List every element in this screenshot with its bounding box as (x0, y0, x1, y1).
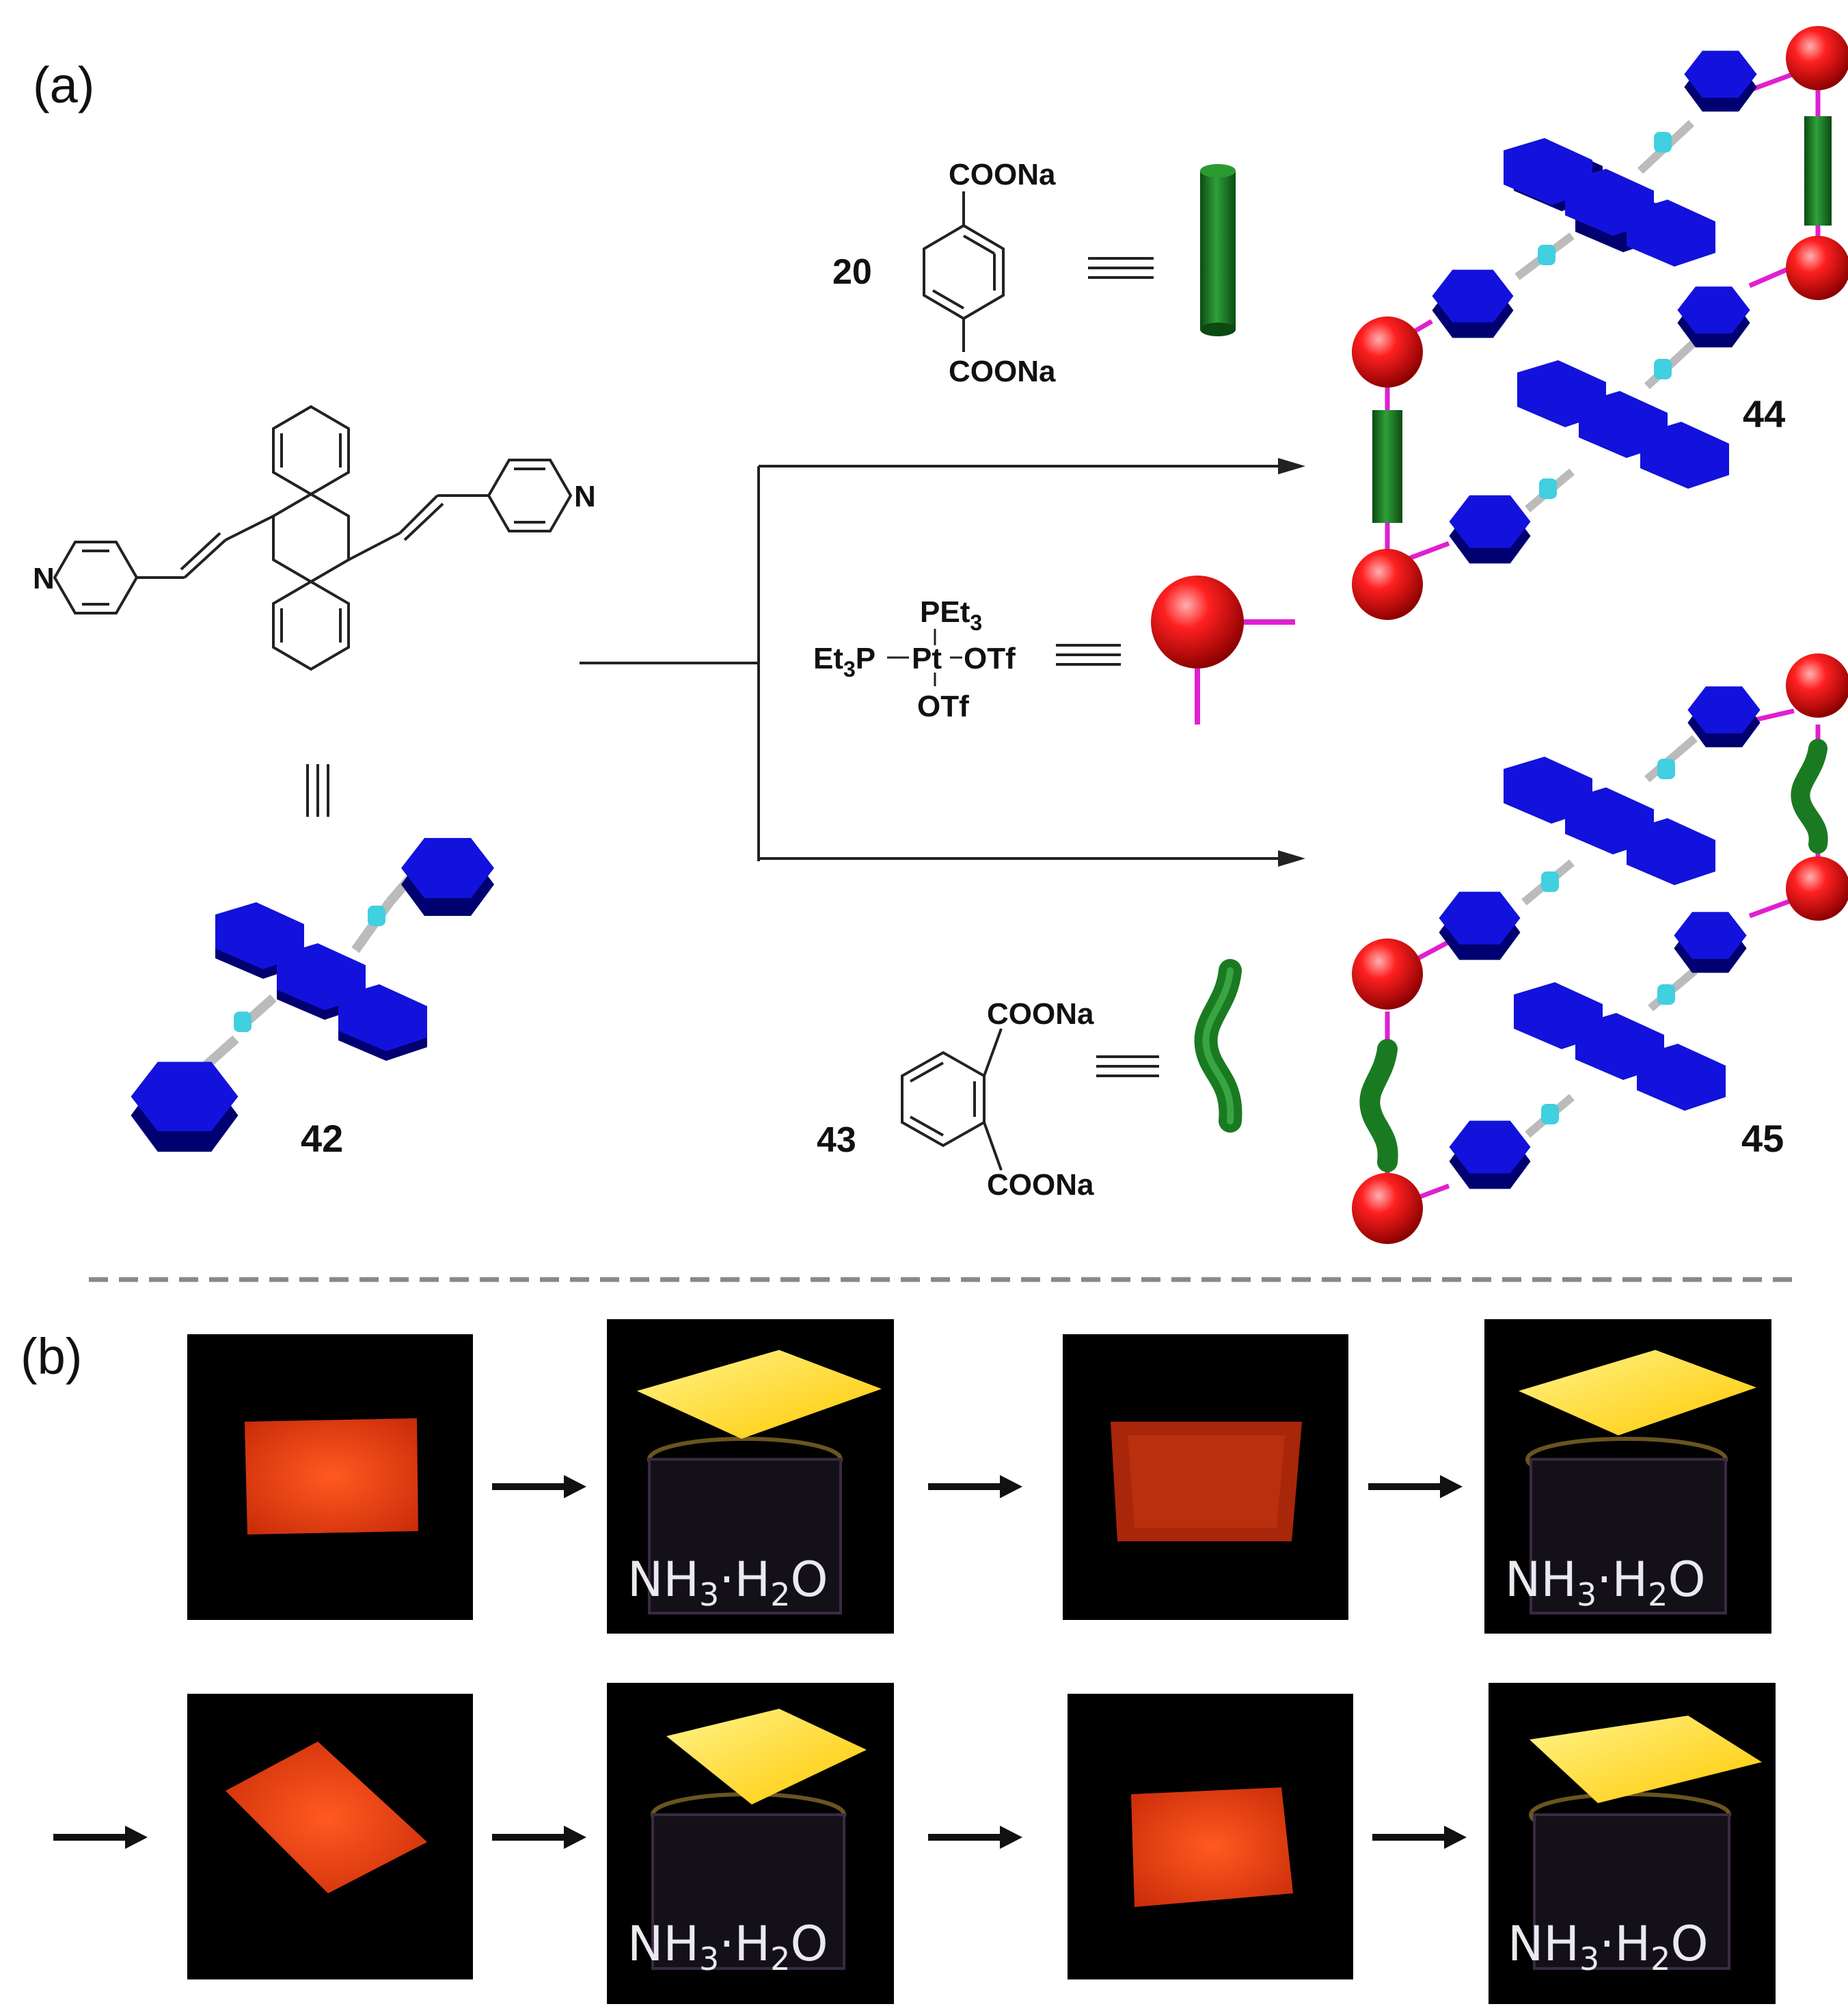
photo-fumed-3: NH3·H2O (607, 1683, 894, 2004)
photo-red-film-3 (187, 1694, 473, 1979)
compound-43-top-group: COONa (987, 997, 1094, 1031)
ammonia-label-1: NH3·H2O (627, 1552, 828, 1613)
pt-ligand-right: OTf (964, 642, 1016, 675)
terephthalate-linker-44-right (1804, 116, 1832, 226)
metallacycle-45 (1352, 653, 1848, 1244)
arrow-r2-1 (492, 1826, 586, 1849)
ammonia-label-4: NH3·H2O (1508, 1916, 1709, 1977)
equivalence-20 (1088, 257, 1154, 279)
vinyl-linker-lower (234, 1012, 252, 1032)
pyridine-hex-lower (131, 1061, 239, 1152)
anthracene-core (215, 902, 427, 1061)
vinyl-linker-upper (368, 906, 385, 926)
compound-20-bottom-group: COONa (949, 355, 1056, 388)
arrow-r2-2 (928, 1826, 1022, 1849)
ammonia-label-2: NH3·H2O (1505, 1552, 1706, 1613)
photo-red-film-2 (1063, 1334, 1348, 1620)
compound-20-number: 20 (832, 252, 872, 292)
pt-ligand-top: PEt3 (920, 595, 982, 635)
compound-45-number: 45 (1741, 1117, 1784, 1160)
compound-43-bottom-group: COONa (987, 1168, 1094, 1202)
pt-ligand-bottom: OTf (917, 690, 969, 723)
arrow-r1-1 (492, 1475, 586, 1498)
pt-precursor: PEt3 Et3P Pt OTf OTf (813, 595, 1016, 723)
reaction-arrows (580, 458, 1305, 867)
pt-center: Pt (912, 642, 942, 675)
photo-row-2: NH3·H2O NH3·H2O (53, 1683, 1776, 2004)
photo-fumed-1: NH3·H2O (607, 1319, 894, 1634)
atom-n-left: N (33, 562, 55, 595)
compound-43-skeletal (901, 1028, 1003, 1171)
equivalence-vertical-42 (306, 764, 329, 817)
arrow-r1-2 (928, 1475, 1022, 1498)
equivalence-43 (1096, 1055, 1159, 1077)
pt-ball-cartoon (1151, 576, 1295, 725)
compound-20-top-group: COONa (949, 158, 1056, 191)
compound-43-number: 43 (817, 1120, 856, 1160)
terephthalate-cylinder (1200, 164, 1236, 336)
pyridine-hex-upper (401, 838, 494, 916)
photo-red-film-1 (187, 1334, 473, 1620)
photo-fumed-4: NH3·H2O (1489, 1683, 1776, 2004)
photo-red-film-4 (1068, 1694, 1353, 1979)
atom-n-right: N (574, 480, 596, 513)
compound-42-skeletal (53, 405, 573, 671)
compound-42-number: 42 (301, 1117, 343, 1160)
compound-44-number: 44 (1743, 392, 1785, 435)
terephthalate-linker-44-left (1372, 410, 1402, 523)
arrow-r2-3 (1372, 1826, 1467, 1849)
photo-fumed-2: NH3·H2O (1484, 1319, 1771, 1634)
compound-20-skeletal (923, 191, 1005, 352)
arrow-r2-0 (53, 1826, 148, 1849)
equivalence-pt (1056, 644, 1121, 666)
compound-42-cartoon (131, 838, 494, 1152)
photo-row-1: NH3·H2O NH3·H2O (187, 1319, 1771, 1634)
pt-ligand-left: Et3P (813, 642, 875, 681)
panel-a-label: (a) (33, 57, 94, 113)
metallacycle-44 (1352, 26, 1848, 620)
panel-b-label: (b) (21, 1328, 82, 1385)
arrow-r1-3 (1368, 1475, 1463, 1498)
ammonia-label-3: NH3·H2O (627, 1916, 828, 1977)
